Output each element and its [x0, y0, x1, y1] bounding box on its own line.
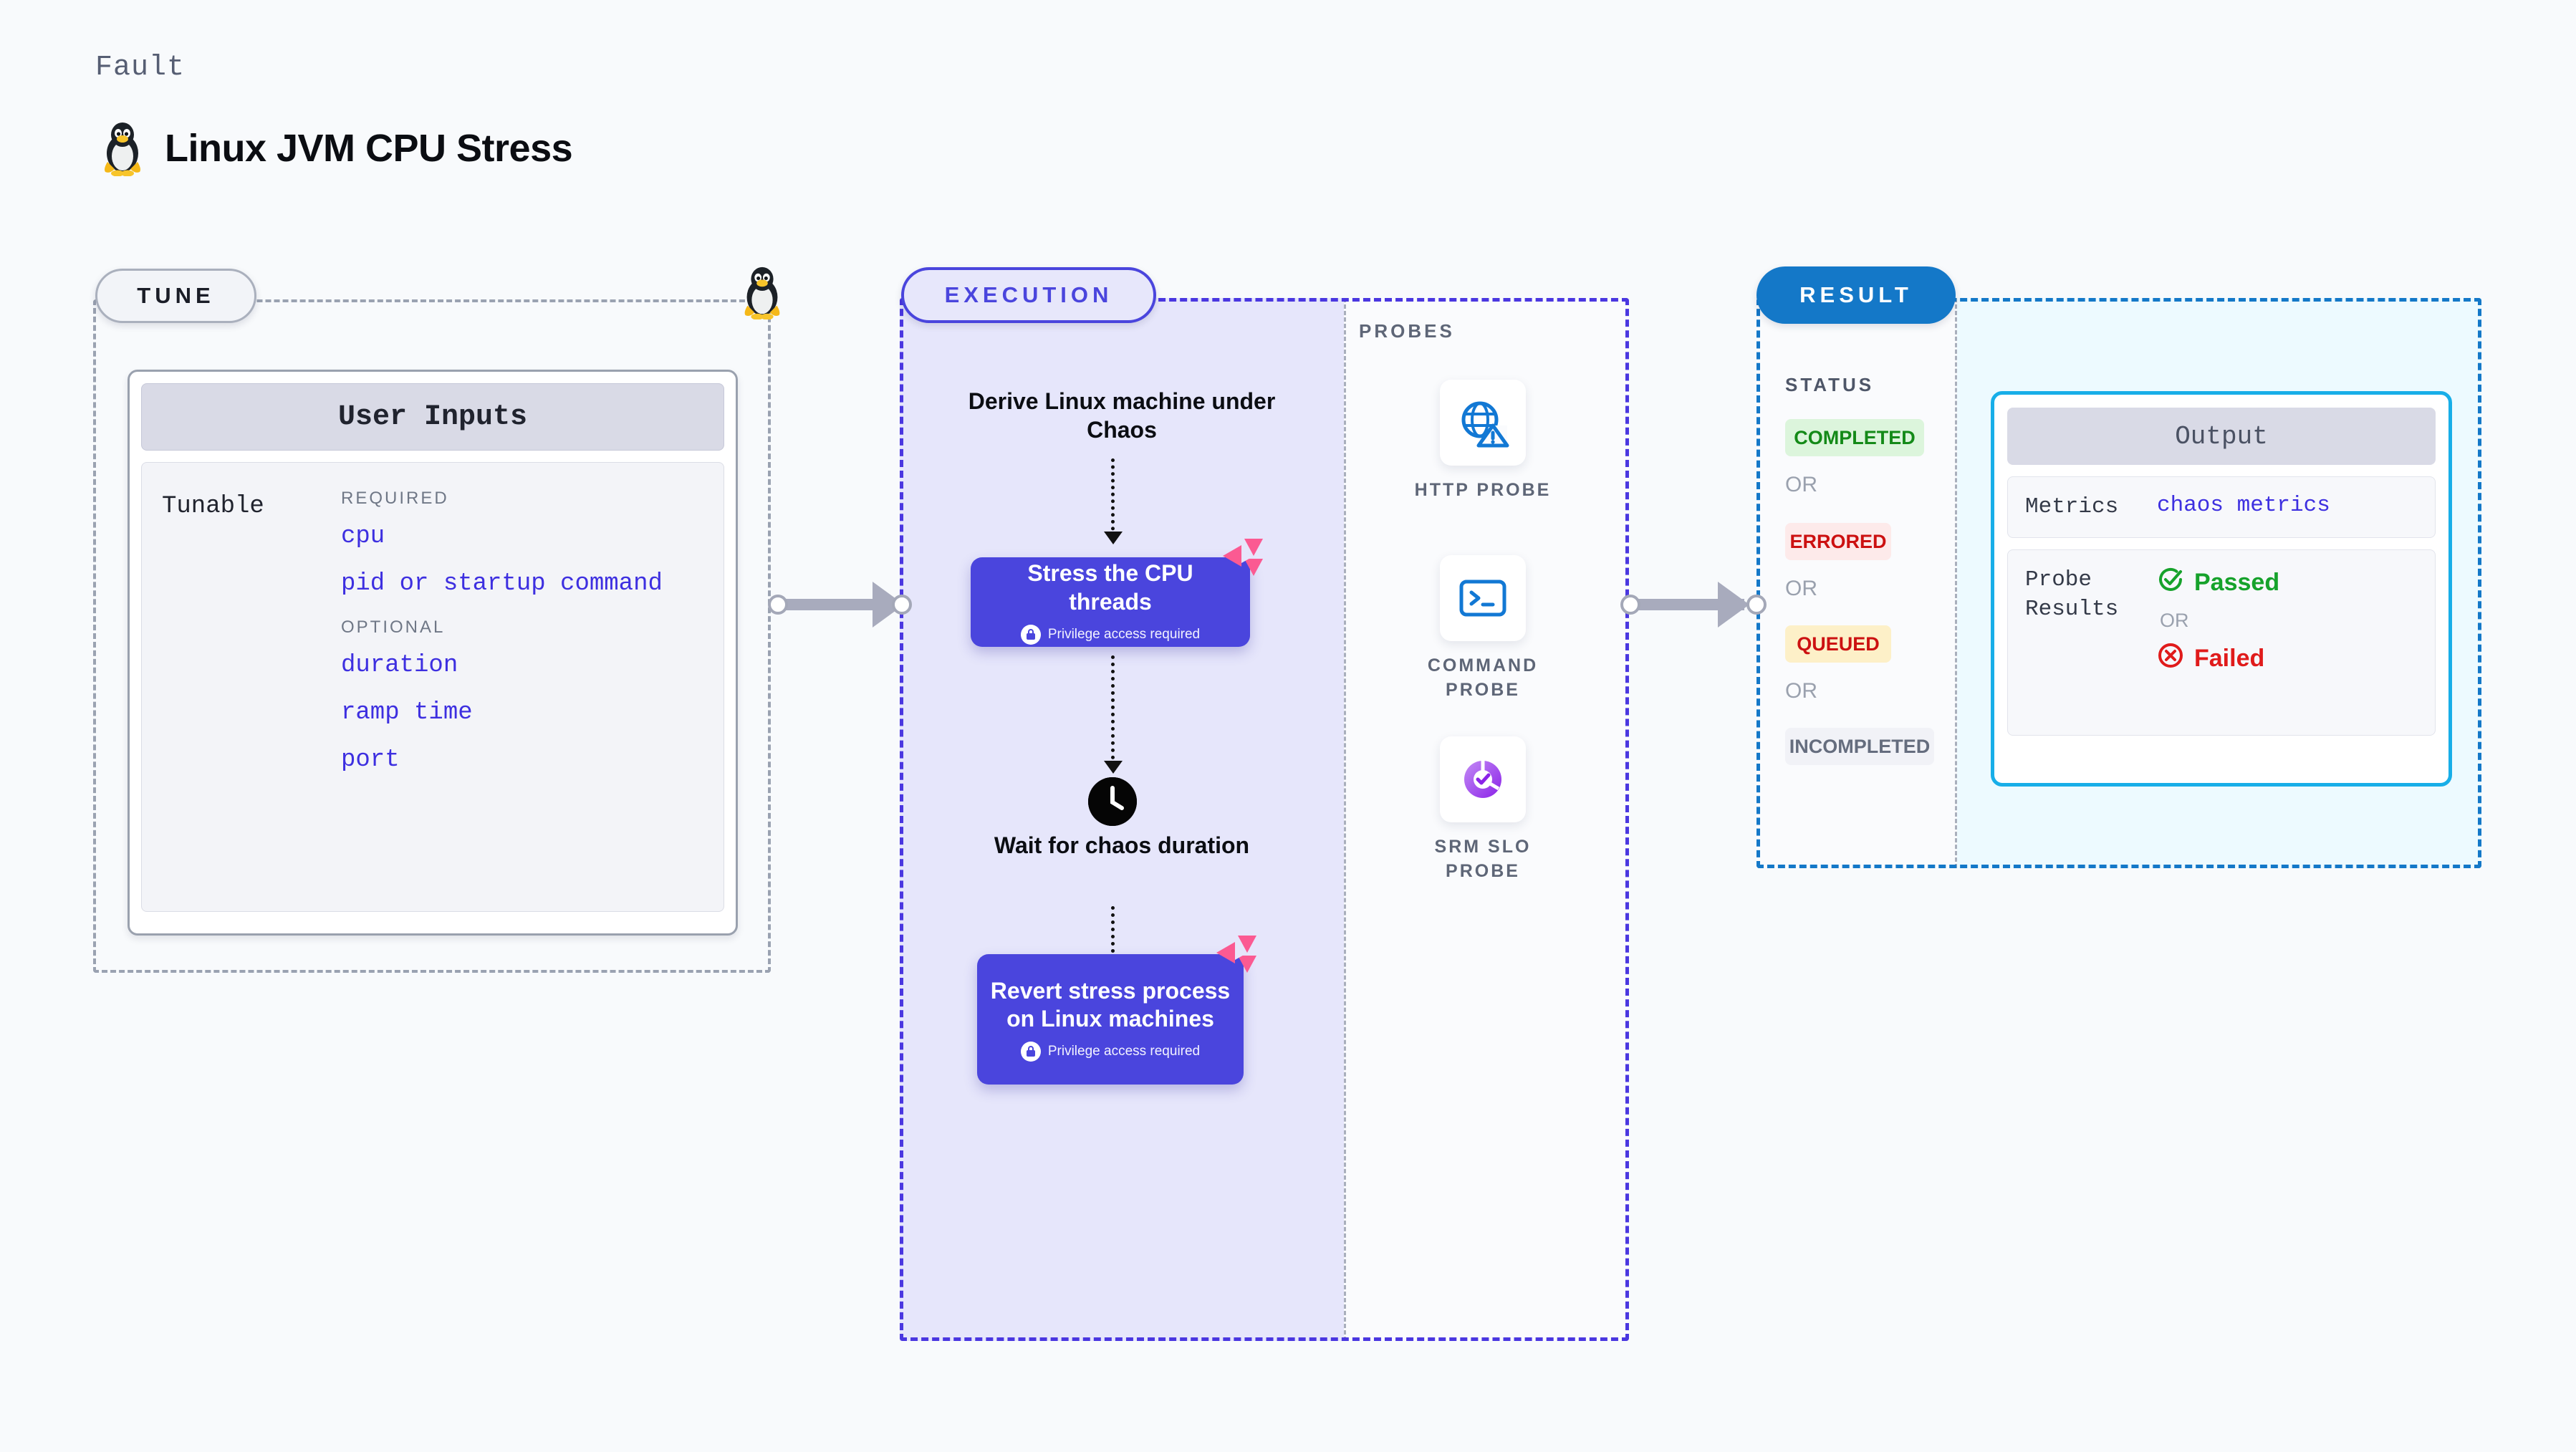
- status-badge-completed: COMPLETED: [1785, 419, 1924, 456]
- page-kicker: Fault: [95, 52, 186, 84]
- lock-icon: [1020, 1042, 1041, 1062]
- execution-node-title: Revert stress process on Linux machines: [990, 977, 1231, 1032]
- tunable-item-cpu[interactable]: cpu: [341, 523, 385, 550]
- probe-results-key: Probe Results: [2025, 567, 2119, 622]
- litmus-logo-icon: [1213, 934, 1259, 982]
- probe-http[interactable]: HTTP PROBE: [1411, 380, 1554, 503]
- terminal-icon: [1440, 555, 1526, 641]
- execution-step-wait-label: Wait for chaos duration: [994, 832, 1250, 858]
- execution-node-revert-stress[interactable]: Revert stress process on Linux machines …: [977, 936, 1256, 1085]
- tux-penguin-icon: [739, 265, 785, 323]
- privilege-badge: Privilege access required: [1020, 624, 1201, 645]
- lock-icon: [1020, 624, 1041, 645]
- flow-arrow-2: [1111, 655, 1115, 766]
- output-card-title: Output: [2007, 408, 2436, 465]
- x-circle-icon: [2157, 642, 2184, 675]
- output-row-probe-results: Probe Results Passed OR: [2007, 549, 2436, 736]
- probe-result-passed-label: Passed: [2194, 569, 2280, 597]
- probe-command[interactable]: COMMAND PROBE: [1411, 555, 1554, 703]
- privilege-badge: Privilege access required: [1020, 1042, 1201, 1062]
- flow-arrow-1-head: [1104, 532, 1123, 544]
- probes-section-label: PROBES: [1359, 320, 1455, 342]
- result-region: [1756, 298, 2481, 868]
- tunable-list: REQUIRED cpu pid or startup command OPTI…: [341, 484, 703, 890]
- status-or-3: OR: [1785, 679, 1817, 703]
- status-section-label: STATUS: [1785, 374, 1875, 395]
- metrics-key: Metrics: [2025, 494, 2119, 519]
- slo-donut-icon: [1440, 736, 1526, 822]
- privilege-label: Privilege access required: [1047, 626, 1201, 642]
- tune-region: [93, 299, 771, 973]
- probe-result-passed: Passed: [2157, 566, 2279, 600]
- flow-arrow-1: [1111, 458, 1115, 537]
- probe-srm-slo-label: SRM SLO PROBE: [1434, 837, 1532, 881]
- execution-node-stress-cpu[interactable]: Stress the CPU threads Privilege access …: [971, 539, 1263, 647]
- probe-srm-slo[interactable]: SRM SLO PROBE: [1411, 736, 1554, 884]
- tunable-item-duration[interactable]: duration: [341, 652, 458, 679]
- tux-penguin-icon: [100, 120, 145, 176]
- execution-region: [900, 298, 1629, 1341]
- status-badge-incompleted: INCOMPLETED: [1785, 728, 1934, 765]
- status-badge-errored: ERRORED: [1785, 523, 1891, 560]
- litmus-logo-icon: [1220, 537, 1266, 585]
- group-label-required: REQUIRED: [341, 489, 449, 508]
- output-card: Output Metrics chaos metrics Probe Resul…: [1991, 391, 2452, 787]
- user-inputs-title: User Inputs: [141, 383, 724, 451]
- user-inputs-card: User Inputs Tunable REQUIRED cpu pid or …: [128, 370, 738, 936]
- stage-pill-result[interactable]: RESULT: [1756, 266, 1956, 324]
- tunable-item-pid-or-startup-command[interactable]: pid or startup command: [341, 570, 663, 597]
- metrics-value[interactable]: chaos metrics: [2157, 493, 2330, 518]
- page-title: Linux JVM CPU Stress: [165, 127, 573, 170]
- tunable-item-ramp-time[interactable]: ramp time: [341, 699, 473, 726]
- probe-result-failed: Failed: [2157, 642, 2279, 675]
- globe-warning-icon: [1440, 380, 1526, 466]
- execution-node-title: Stress the CPU threads: [1027, 560, 1193, 615]
- probe-command-label: COMMAND PROBE: [1427, 655, 1539, 700]
- result-status-region-fill: [1756, 298, 1957, 868]
- user-inputs-body: Tunable REQUIRED cpu pid or startup comm…: [141, 462, 724, 912]
- probe-results-values: Passed OR Failed: [2157, 566, 2279, 719]
- probe-http-label: HTTP PROBE: [1414, 480, 1552, 500]
- stage-pill-tune[interactable]: TUNE: [95, 269, 256, 323]
- execution-step-derive-label: Derive Linux machine under Chaos: [968, 388, 1276, 443]
- tunable-label: Tunable: [162, 493, 264, 520]
- stage-pill-execution[interactable]: EXECUTION: [901, 267, 1156, 323]
- probe-result-or: OR: [2160, 610, 2189, 632]
- status-or-1: OR: [1785, 473, 1817, 496]
- group-label-optional: OPTIONAL: [341, 617, 446, 637]
- flow-arrow-3: [1111, 906, 1115, 981]
- output-row-metrics: Metrics chaos metrics: [2007, 476, 2436, 539]
- status-badge-queued: QUEUED: [1785, 625, 1891, 663]
- status-or-2: OR: [1785, 577, 1817, 600]
- flow-arrow-2-head: [1104, 761, 1123, 774]
- tunable-item-port[interactable]: port: [341, 746, 400, 774]
- check-circle-icon: [2157, 566, 2184, 600]
- probe-result-failed-label: Failed: [2194, 645, 2265, 673]
- page-header: Linux JVM CPU Stress: [100, 120, 573, 176]
- privilege-label: Privilege access required: [1047, 1044, 1201, 1059]
- clock-icon: [1088, 777, 1137, 826]
